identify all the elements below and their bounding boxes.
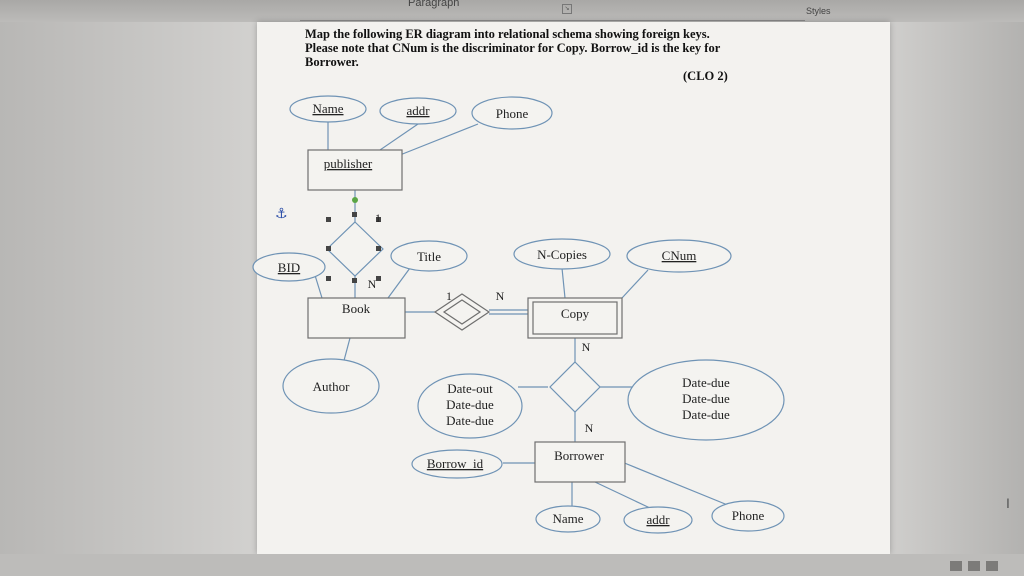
dialog-launcher-icon[interactable]: ↘ xyxy=(562,4,572,14)
book-entity-label: Book xyxy=(342,301,371,316)
rel-right-date-1: Date-due xyxy=(682,375,730,390)
text-cursor-icon: I xyxy=(1006,495,1010,511)
relationship-has-copy-inner xyxy=(442,299,482,325)
attr-book-bid xyxy=(252,252,326,282)
styles-group-label: Styles xyxy=(806,6,831,16)
card-pub-n: N xyxy=(368,277,377,291)
card-pub-one: 1 xyxy=(375,211,381,225)
borrower-entity-label: Borrower xyxy=(554,448,604,463)
rel-left-date-3: Date-due xyxy=(446,413,494,428)
rotate-handle-icon[interactable] xyxy=(352,197,358,203)
copy-entity-label: Copy xyxy=(561,306,590,321)
attr-publisher-name xyxy=(289,95,367,123)
rel-left-date-1: Date-out xyxy=(447,381,493,396)
clo-label: (CLO 2) xyxy=(683,69,728,83)
attr-copy-ncopies xyxy=(513,238,611,270)
question-line-1: Map the following ER diagram into relati… xyxy=(305,27,710,41)
copy-ncopies-label: N-Copies xyxy=(537,247,587,262)
attr-publisher-phone xyxy=(471,96,553,130)
question-line-3: Borrower. xyxy=(305,55,359,69)
borrower-id-label: Borrow_id xyxy=(427,456,484,471)
attr-rel-left-dates xyxy=(417,373,523,439)
attr-borrower-phone xyxy=(711,500,785,532)
relationship-publishes xyxy=(326,221,384,277)
book-title-label: Title xyxy=(417,249,441,264)
copy-cnum-label: CNum xyxy=(662,248,697,263)
card-copy-borrow-n: N xyxy=(582,340,591,354)
publisher-entity-label: publisher xyxy=(324,156,373,171)
publisher-name-label: Name xyxy=(312,101,343,116)
ribbon-divider xyxy=(300,20,805,21)
card-book-copy-one: 1 xyxy=(446,289,452,303)
attr-book-title xyxy=(390,240,468,272)
publisher-addr-label: addr xyxy=(406,103,430,118)
relationship-has-copy xyxy=(433,293,491,331)
entity-book xyxy=(307,297,406,339)
ribbon-bar: Paragraph ↘ Styles xyxy=(0,0,1024,22)
attr-copy-cnum xyxy=(626,239,732,273)
entity-publisher xyxy=(307,149,403,191)
anchor-icon[interactable]: ⚓ xyxy=(275,206,288,222)
attr-borrower-id xyxy=(411,449,503,479)
book-author-label: Author xyxy=(313,379,351,394)
entity-copy xyxy=(527,297,623,339)
borrower-phone-label: Phone xyxy=(732,508,765,523)
card-borrower-n: N xyxy=(585,421,594,435)
entity-copy-inner xyxy=(532,301,618,335)
attr-publisher-addr xyxy=(379,97,457,125)
book-bid-label: BID xyxy=(278,260,300,275)
view-buttons[interactable] xyxy=(950,558,1010,571)
question-text: Map the following ER diagram into relati… xyxy=(305,27,775,83)
paragraph-group-label: Paragraph xyxy=(408,0,460,9)
left-desktop-area xyxy=(0,22,257,576)
card-book-copy-n: N xyxy=(496,289,505,303)
entity-borrower xyxy=(534,441,626,483)
rel-right-date-3: Date-due xyxy=(682,407,730,422)
rel-right-date-2: Date-due xyxy=(682,391,730,406)
right-desktop-area xyxy=(890,22,1024,576)
rel-left-date-2: Date-due xyxy=(446,397,494,412)
borrower-name-label: Name xyxy=(552,511,583,526)
attr-borrower-addr xyxy=(623,506,693,534)
relationship-borrows xyxy=(549,361,601,413)
publisher-phone-label: Phone xyxy=(496,106,529,121)
question-line-2: Please note that CNum is the discriminat… xyxy=(305,41,721,55)
attr-rel-right-dates xyxy=(627,359,785,441)
borrower-addr-label: addr xyxy=(646,512,670,527)
status-bar xyxy=(0,554,1024,576)
attr-borrower-name xyxy=(535,505,601,533)
attr-book-author xyxy=(282,358,380,414)
